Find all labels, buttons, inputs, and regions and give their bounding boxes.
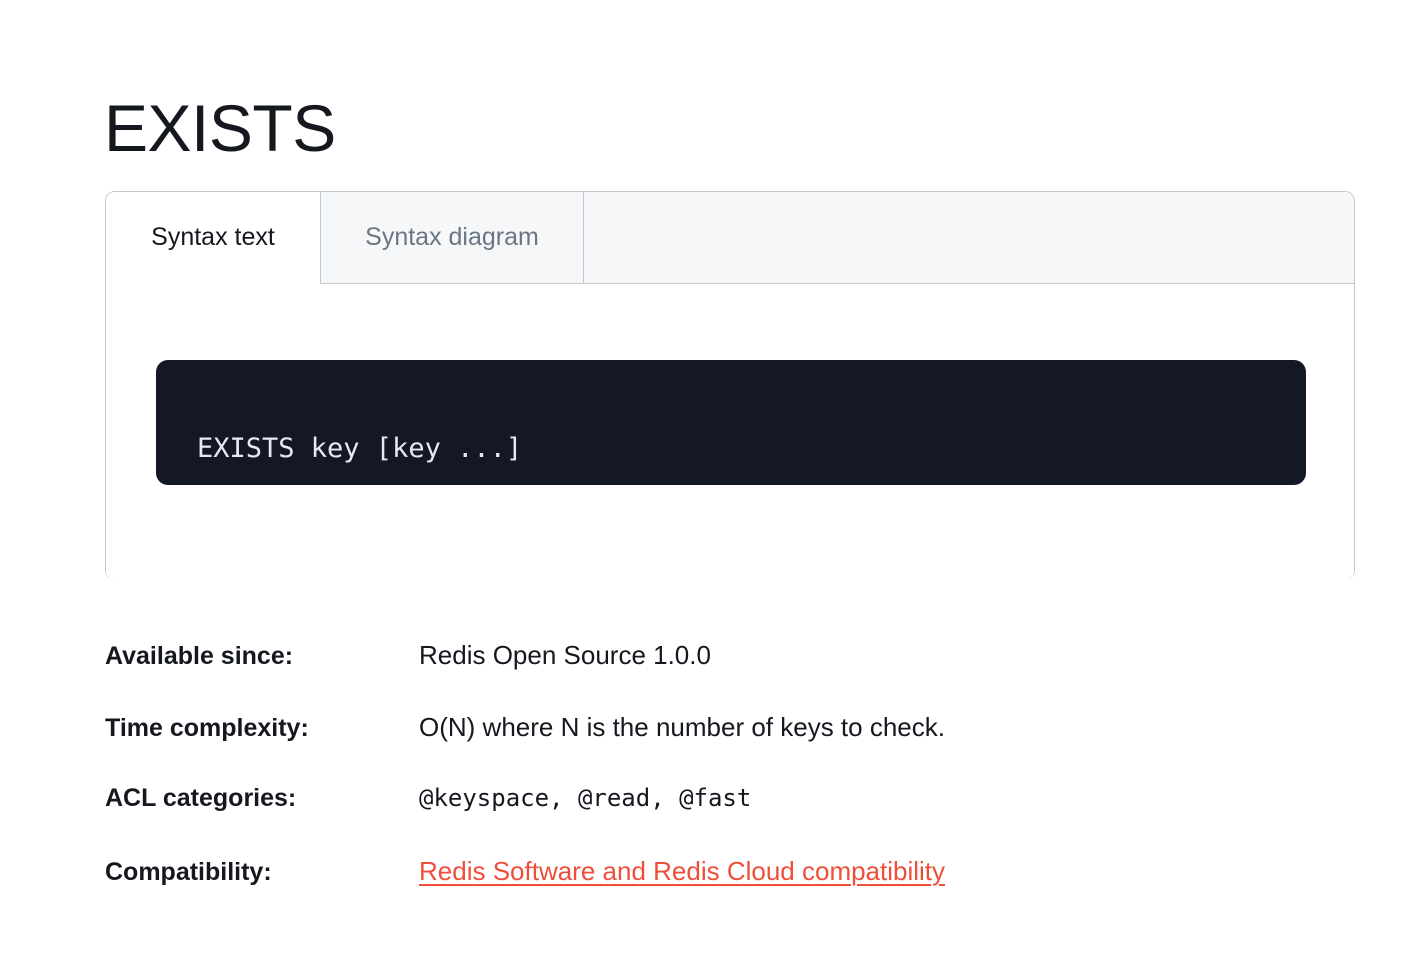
meta-label-compatibility: Compatibility:	[105, 858, 272, 886]
meta-value-time-complexity: O(N) where N is the number of keys to ch…	[419, 712, 945, 742]
tab-syntax-text[interactable]: Syntax text	[106, 192, 320, 284]
meta-row-compatibility: Compatibility: Redis Software and Redis …	[105, 856, 1355, 928]
command-metadata: Available since: Redis Open Source 1.0.0…	[105, 640, 1355, 928]
tab-syntax-diagram[interactable]: Syntax diagram	[320, 192, 584, 283]
tab-syntax-text-label: Syntax text	[151, 223, 275, 251]
syntax-card: Syntax text Syntax diagram EXISTS key [k…	[105, 191, 1355, 580]
tab-syntax-diagram-label: Syntax diagram	[365, 223, 539, 251]
compatibility-link[interactable]: Redis Software and Redis Cloud compatibi…	[419, 856, 946, 886]
tab-strip: Syntax text Syntax diagram	[106, 192, 1354, 284]
meta-value-acl-categories: @keyspace, @read, @fast	[419, 784, 752, 812]
meta-label-time-complexity: Time complexity:	[105, 714, 309, 742]
tab-strip-filler	[584, 192, 1354, 283]
page-title: EXISTS	[104, 91, 336, 166]
meta-label-acl-categories: ACL categories:	[105, 784, 297, 812]
meta-row-available-since: Available since: Redis Open Source 1.0.0	[105, 640, 1355, 712]
meta-row-acl-categories: ACL categories: @keyspace, @read, @fast	[105, 784, 1355, 856]
meta-value-available-since: Redis Open Source 1.0.0	[419, 640, 711, 670]
meta-label-available-since: Available since:	[105, 642, 294, 670]
syntax-code-text: EXISTS key [key ...]	[197, 433, 523, 464]
meta-row-time-complexity: Time complexity: O(N) where N is the num…	[105, 712, 1355, 784]
tab-panel-syntax-text: EXISTS key [key ...]	[106, 284, 1354, 580]
syntax-code-block: EXISTS key [key ...]	[156, 360, 1306, 485]
